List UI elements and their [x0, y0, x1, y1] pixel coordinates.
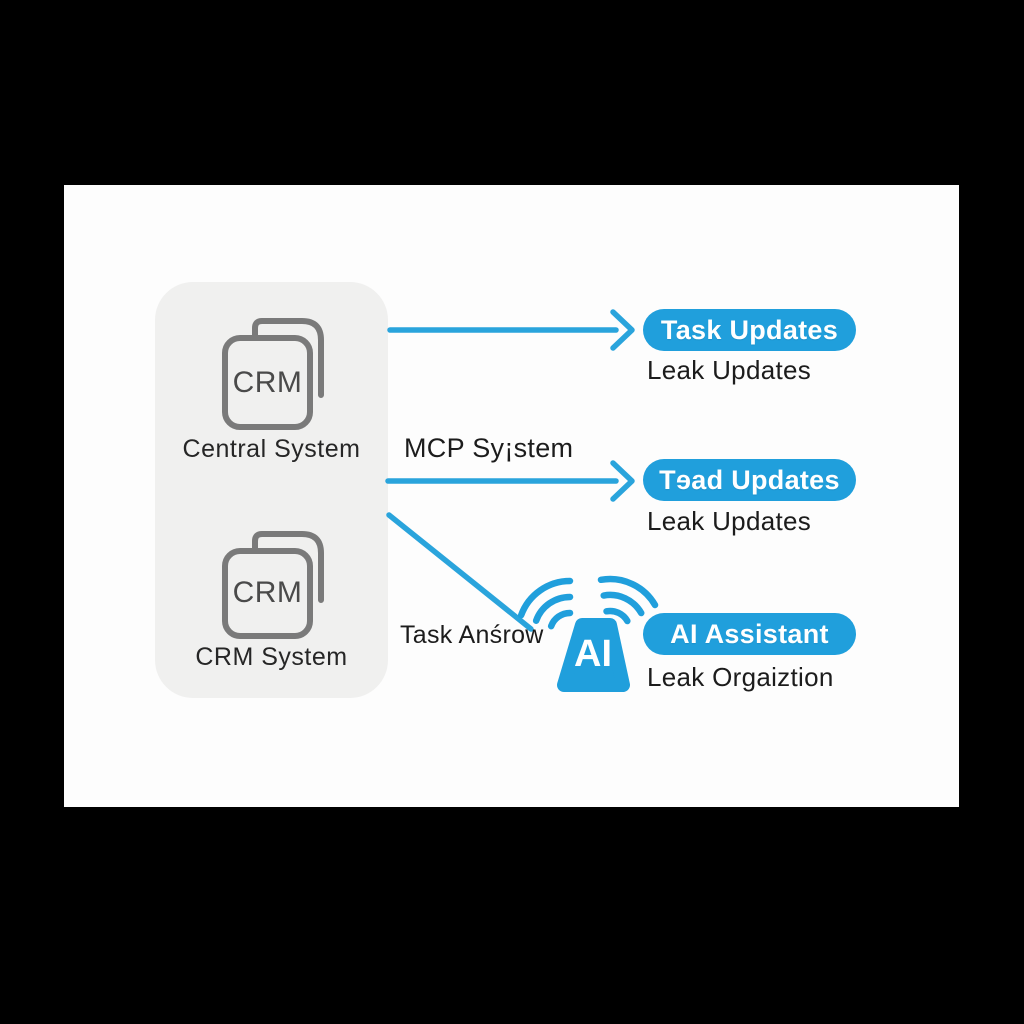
crm-icon-text: CRM [232, 576, 303, 609]
task-updates-pill: Task Updates [643, 309, 856, 351]
crm-documents-icon [222, 318, 324, 430]
crm-documents-icon [222, 531, 324, 639]
ai-assistant-icon [557, 618, 630, 692]
diagram-artwork [222, 309, 659, 692]
crm-icon-text: CRM [232, 366, 303, 399]
lead-updates-pill: Tɘad Updates [643, 459, 856, 501]
mcp-system-label: MCP Sy¡stem [404, 433, 574, 463]
arrow-right-icon [385, 460, 635, 502]
ai-assistant-sublabel: Leak Orgaiztion [647, 662, 834, 692]
diagram-canvas: CRM CRM Central System CRM System MCP Sy… [64, 185, 959, 807]
arrow-right-icon [387, 309, 635, 351]
task-updates-sublabel: Leak Updates [647, 355, 812, 385]
connection-line [386, 512, 534, 632]
lead-updates-sublabel: Leak Updates [647, 506, 812, 536]
crm-system-label: CRM System [195, 643, 348, 671]
central-system-label: Central System [182, 435, 361, 463]
task-answer-label: Task Anśrow [400, 621, 544, 649]
signal-waves-left-icon [517, 577, 574, 630]
ai-icon-text: AI [574, 633, 612, 675]
signal-waves-right-icon [597, 575, 659, 625]
ai-assistant-pill: AI Assistant [643, 613, 856, 655]
